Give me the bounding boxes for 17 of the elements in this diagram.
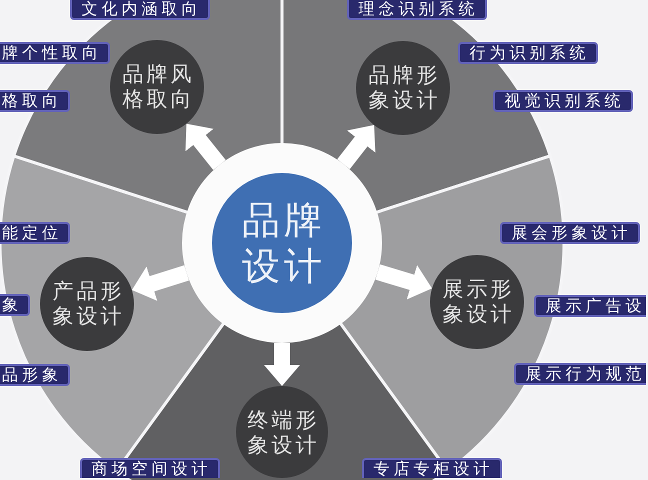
item-tag: 格取向 bbox=[0, 90, 70, 112]
item-tag: 品形象 bbox=[0, 364, 70, 386]
item-tag: 视觉识别系统 bbox=[493, 90, 632, 112]
item-tag: 展示广告设 bbox=[534, 295, 646, 317]
item-tag: 展示行为规范 bbox=[514, 363, 646, 385]
item-tag: 理念识别系统 bbox=[347, 0, 486, 20]
item-tag: 商场空间设计 bbox=[80, 458, 220, 478]
item-tag: 能定位 bbox=[0, 222, 70, 244]
item-tag: 文化内涵取向 bbox=[70, 0, 210, 20]
item-tag: 象 bbox=[0, 294, 30, 316]
item-tag: 牌个性取向 bbox=[0, 42, 110, 64]
arrow bbox=[264, 343, 300, 386]
item-tag: 行为识别系统 bbox=[458, 42, 598, 64]
item-tag: 专店专柜设计 bbox=[362, 458, 502, 478]
arrow bbox=[375, 264, 434, 300]
item-tag: 展会形象设计 bbox=[500, 222, 640, 244]
arrow bbox=[130, 265, 189, 301]
